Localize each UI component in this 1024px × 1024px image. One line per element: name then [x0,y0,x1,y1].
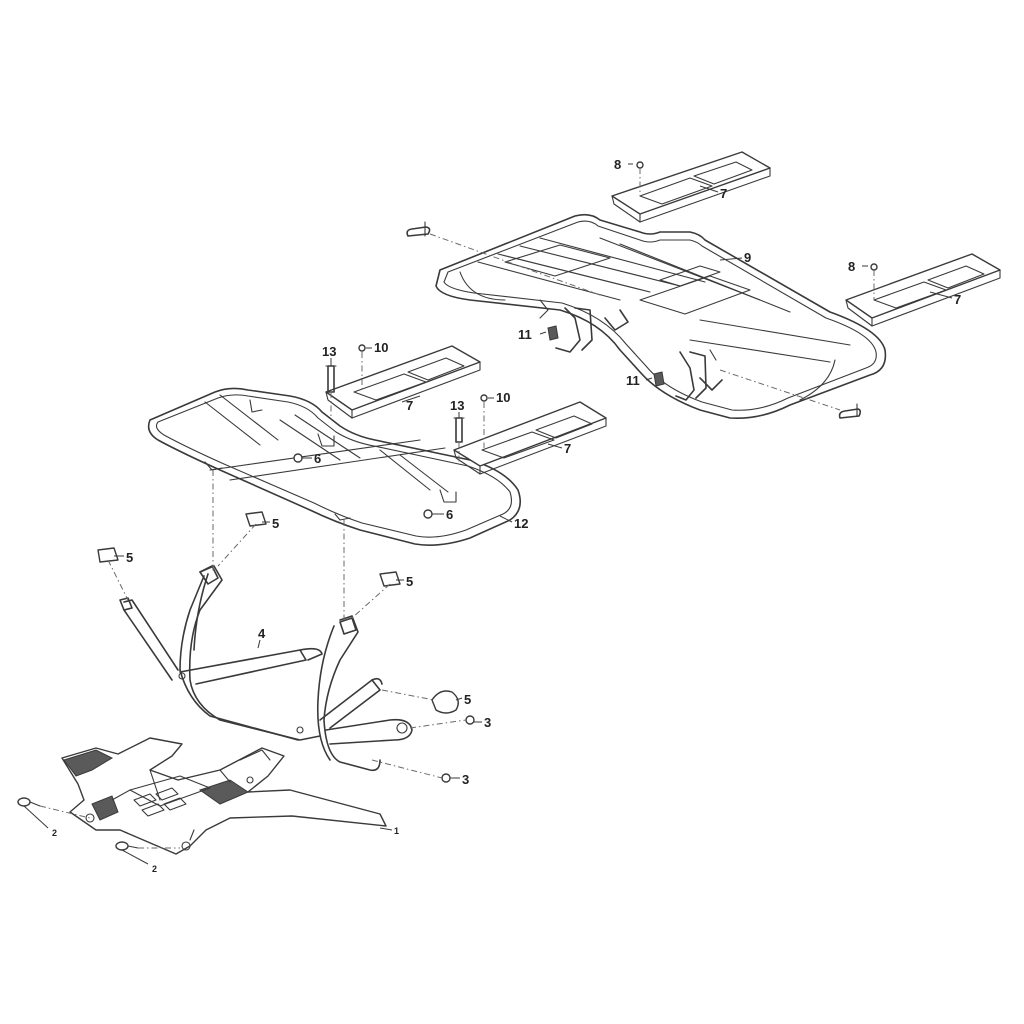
support-frame [119,565,413,772]
callout-2a: 2 [52,828,57,838]
rear-pin-left [406,221,431,237]
callout-10b: 10 [496,390,510,405]
callout-5c: 5 [406,574,413,589]
callout-5b: 5 [126,550,133,565]
callout-7b: 7 [954,292,961,307]
nut-6b [423,509,433,519]
front-rack [147,387,521,546]
accessory-plate-lower [453,401,607,475]
callout-8b: 8 [848,259,855,274]
callout-2b: 2 [152,864,157,874]
rear-pin-right [838,403,862,419]
bolt-13a [325,365,337,393]
bolt-3b [441,773,451,783]
bolt-11a [547,325,559,341]
washer-10b [480,394,488,402]
callout-13b: 13 [450,398,464,413]
callout-13a: 13 [322,344,336,359]
rubber-cap-2 [97,547,119,563]
callout-6b: 6 [446,507,453,522]
callout-1: 1 [394,826,399,836]
bolt-2a [17,797,41,807]
accessory-plate-top [611,151,771,223]
callout-11a: 11 [518,327,532,342]
rear-rack [435,213,887,420]
callout-6a: 6 [314,451,321,466]
callout-11b: 11 [626,373,640,388]
washer-10a [358,344,366,352]
callout-9: 9 [744,250,751,265]
rubber-cap-4 [431,690,459,714]
bolt-11b [653,371,665,387]
rubber-cap-1 [245,511,267,527]
bolt-13b [453,417,465,443]
rubber-cap-3 [379,571,401,587]
callout-3a: 3 [484,715,491,730]
callout-5d: 5 [464,692,471,707]
callout-8a: 8 [614,157,621,172]
callout-3b: 3 [462,772,469,787]
callout-5a: 5 [272,516,279,531]
bolt-3a [465,715,475,725]
accessory-plate-right [845,253,1001,327]
bolt-2b [115,841,139,851]
skid-plate [61,737,387,855]
nut-6a [293,453,303,463]
callout-12: 12 [514,516,528,531]
callout-7a: 7 [720,186,727,201]
callout-4: 4 [258,626,266,641]
accessory-plate-mid [325,345,481,419]
callout-7c: 7 [406,398,413,413]
callout-10a: 10 [374,340,388,355]
screw-8a [636,161,644,169]
callout-7d: 7 [564,441,571,456]
screw-8b [870,263,878,271]
